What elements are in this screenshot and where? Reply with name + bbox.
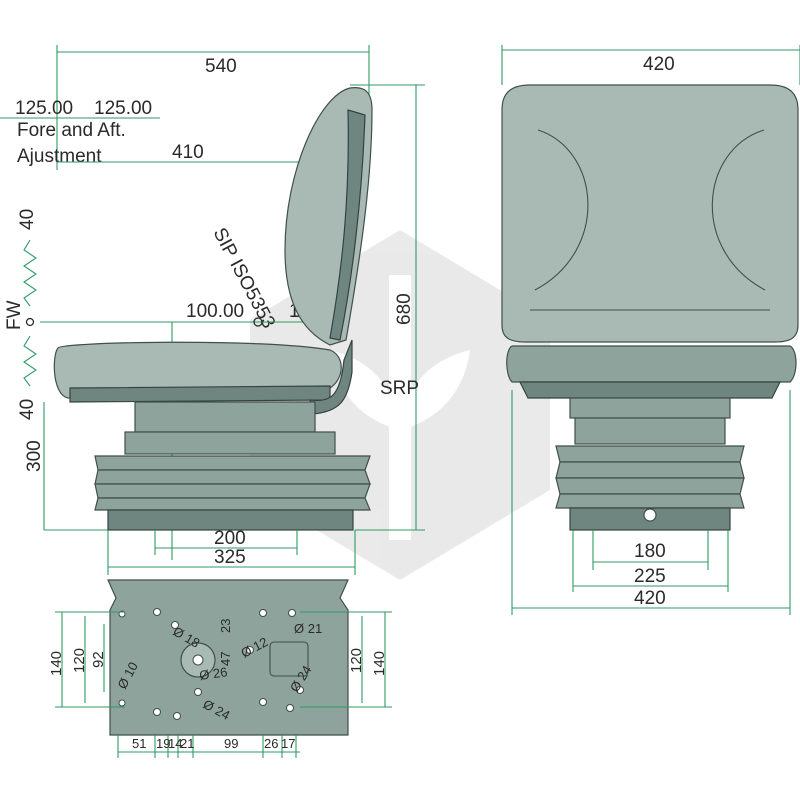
dim-225: 225 [634, 566, 666, 587]
dim-suspension-up: 40 [17, 209, 38, 230]
spring-up [23, 239, 37, 307]
cushion-base [519, 381, 781, 399]
backrest-bracket [309, 339, 353, 415]
seat-side-illustration [53, 87, 373, 531]
suspension-top [124, 431, 336, 455]
hole-21: Ø 21 [294, 621, 322, 636]
bellow-4 [94, 497, 371, 511]
bottom-dim-51: 51 [132, 736, 146, 751]
base-plate [107, 579, 349, 736]
srp-label: SRP [380, 378, 419, 399]
spring-down [23, 335, 37, 387]
dim-overall-width: 420 [634, 588, 666, 609]
cushion-front [506, 345, 797, 383]
dim-suspension-down: 40 [17, 399, 38, 420]
dim-left-140: 140 [48, 651, 65, 676]
backrest-contour-right [711, 129, 766, 291]
dim-325: 325 [214, 547, 246, 568]
hole [286, 704, 294, 712]
dim-540: 540 [205, 56, 237, 77]
backrest-frame [329, 109, 366, 341]
dim-backrest-width: 420 [643, 54, 675, 75]
dim-fore-aft-right: 125.00 [94, 98, 152, 119]
rail-front [569, 397, 731, 419]
dim-680: 680 [394, 293, 415, 325]
bottom-dim-14: 14 [168, 736, 182, 751]
hole [173, 712, 181, 720]
center-hole [192, 654, 204, 666]
bellow-front-2 [555, 461, 745, 479]
dim-left-92: 92 [90, 651, 107, 668]
dim-23: 23 [218, 619, 233, 633]
bottom-dim-21: 21 [180, 736, 194, 751]
hole [259, 609, 267, 617]
hole [296, 686, 304, 694]
dim-right-140: 140 [371, 651, 388, 676]
suspension-front [574, 417, 726, 445]
bottom-dim-26: 26 [264, 736, 278, 751]
dim-47: 47 [218, 652, 233, 666]
adjust-knob [643, 508, 657, 522]
hole [153, 708, 161, 716]
fw-label: FW [4, 300, 25, 330]
backrest-contour-left [534, 129, 589, 291]
bellow-1 [94, 455, 371, 471]
bottom-dim-99: 99 [224, 736, 238, 751]
cutout [269, 641, 309, 677]
cushion-pan [69, 385, 331, 403]
seat-front-illustration [501, 84, 799, 531]
front-view: 420 180 225 420 [501, 45, 800, 615]
bellow-3 [94, 483, 371, 499]
side-view: 540 125.00 125.00 Fore and Aft. Ajustmen… [0, 45, 425, 575]
hole [246, 646, 254, 654]
hole [153, 608, 161, 616]
hole [288, 609, 296, 617]
bellow-front-3 [555, 477, 745, 495]
hole [171, 621, 179, 629]
hole [194, 688, 202, 696]
hole-26: Ø 26 [198, 664, 228, 683]
hole [259, 698, 267, 706]
bellow-front-4 [555, 493, 745, 509]
dim-300: 300 [24, 440, 45, 472]
upper-rail [134, 401, 316, 433]
bottom-ticks [117, 735, 297, 758]
dim-left-120: 120 [71, 648, 88, 673]
dim-right-120: 120 [348, 648, 365, 673]
fore-aft-label-2: Ajustment [17, 146, 102, 167]
bottom-dim-19: 19 [156, 736, 170, 751]
dim-200: 200 [214, 528, 246, 549]
fore-aft-label-1: Fore and Aft. [17, 120, 126, 141]
bellow-2 [94, 469, 371, 485]
backrest-front [501, 84, 799, 343]
base-block [107, 509, 354, 531]
fw-point [25, 317, 35, 327]
bellow-front-1 [555, 445, 745, 463]
dim-fore-aft-left: 125.00 [15, 98, 73, 119]
bottom-dim-17: 17 [281, 736, 295, 751]
dim-180: 180 [634, 541, 666, 562]
dim-sip-front: 100.00 [186, 301, 244, 322]
base-plate-view: Ø 10 Ø 18 Ø 26 Ø 24 Ø 24 Ø 12 Ø 21 23 47… [48, 579, 392, 758]
sip-point [253, 317, 263, 327]
hole [118, 699, 126, 707]
mounting-holes [118, 608, 304, 720]
dim-410: 410 [172, 142, 204, 163]
